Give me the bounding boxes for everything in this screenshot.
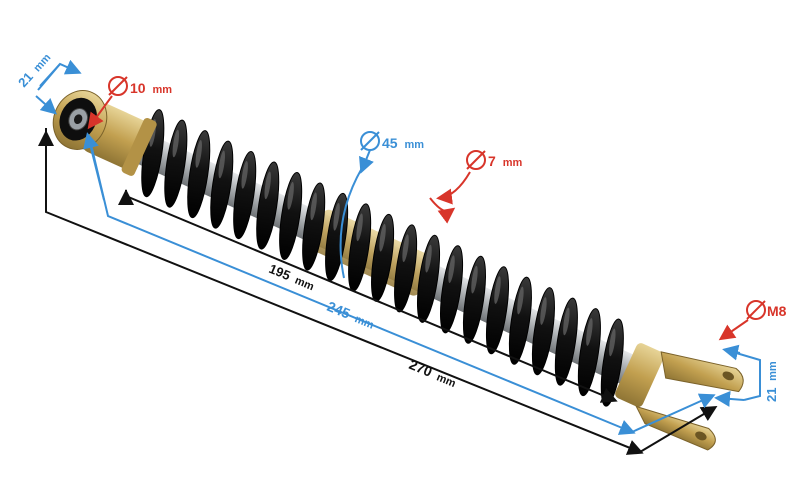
spring-coil-highlight — [264, 171, 271, 200]
spring-coil — [302, 182, 326, 271]
spring-coil — [164, 119, 188, 208]
spring-coil-highlight — [563, 307, 570, 336]
eye-bore-unit: mm — [152, 84, 172, 96]
length-245-unit: mm — [353, 313, 376, 332]
spring-coil — [416, 234, 441, 323]
dim-270: 270 mm — [38, 128, 718, 455]
spring-diameter-value: 45 — [382, 135, 398, 151]
diameter-icon — [466, 150, 486, 170]
shock-absorber — [52, 90, 744, 451]
spring-coil-highlight — [195, 140, 202, 168]
eye-width-top-unit: mm — [31, 52, 53, 75]
bolt-thread-value: M8 — [767, 303, 787, 319]
dim-eye-bore: 10 mm — [87, 76, 172, 130]
eye-bore-value: 10 — [130, 80, 146, 96]
spring-coil — [554, 297, 578, 386]
spring-coil-highlight — [333, 202, 340, 231]
spring-coil — [187, 130, 211, 219]
spring-coil-highlight — [471, 265, 478, 294]
wire-diameter-unit: mm — [503, 157, 523, 169]
spring-coil-highlight — [241, 160, 248, 189]
spring-coil — [394, 224, 418, 313]
spring-coil — [233, 151, 257, 240]
svg-text:270 mm: 270 mm — [407, 356, 459, 390]
length-270-unit: mm — [435, 371, 458, 390]
spring-coil — [462, 255, 486, 344]
dim-wire-diameter: 7 mm — [429, 150, 522, 224]
svg-text:45 mm: 45 mm — [382, 135, 424, 151]
spring-coil — [485, 266, 510, 355]
spring-coil-highlight — [586, 318, 593, 346]
spring-coil-highlight — [310, 192, 317, 221]
length-270-value: 270 — [407, 356, 435, 380]
spring-coil — [531, 287, 555, 376]
diameter-icon — [746, 300, 766, 320]
fork-width-unit: mm — [767, 361, 779, 381]
spring-coil-highlight — [356, 213, 363, 242]
spring-coil-highlight — [540, 297, 547, 325]
wire-diameter-value: 7 — [488, 153, 496, 169]
svg-text:7 mm: 7 mm — [488, 153, 522, 169]
diameter-icon — [360, 131, 380, 151]
eye-width-top-value: 21 — [15, 69, 36, 90]
spring-diameter-unit: mm — [404, 139, 424, 151]
spring-coil — [210, 140, 234, 229]
svg-text:10 mm: 10 mm — [130, 80, 172, 96]
spring-coil-highlight — [448, 255, 455, 283]
dim-fork-width: 21 mm — [714, 344, 779, 407]
svg-text:21 mm: 21 mm — [15, 50, 53, 90]
spring-coil — [600, 318, 624, 407]
diameter-icon — [108, 76, 128, 96]
spring-coils — [141, 109, 624, 407]
spring-coil-highlight — [379, 223, 386, 252]
spring-coil-highlight — [172, 129, 180, 158]
dim-spring-diameter: 45 mm — [339, 131, 424, 279]
spring-coil-highlight — [609, 328, 616, 357]
length-195-unit: mm — [293, 275, 316, 294]
dim-bolt-thread: M8 — [718, 300, 787, 341]
svg-text:21 mm: 21 mm — [764, 361, 779, 402]
spring-coil — [508, 276, 532, 365]
spring-coil — [577, 308, 601, 397]
spring-coil — [440, 245, 464, 334]
spring-coil-highlight — [287, 181, 294, 210]
spring-coil-highlight — [402, 234, 409, 263]
spring-coil-highlight — [218, 150, 225, 179]
svg-text:245 mm: 245 mm — [325, 298, 377, 332]
spring-coil — [256, 161, 280, 250]
bottom-fork-mount — [615, 343, 744, 451]
spring-coil-highlight — [517, 286, 524, 315]
spring-coil-highlight — [494, 276, 501, 304]
fork-width-value: 21 — [764, 388, 779, 402]
spring-coil-highlight — [425, 244, 432, 273]
length-245-value: 245 — [325, 298, 353, 322]
